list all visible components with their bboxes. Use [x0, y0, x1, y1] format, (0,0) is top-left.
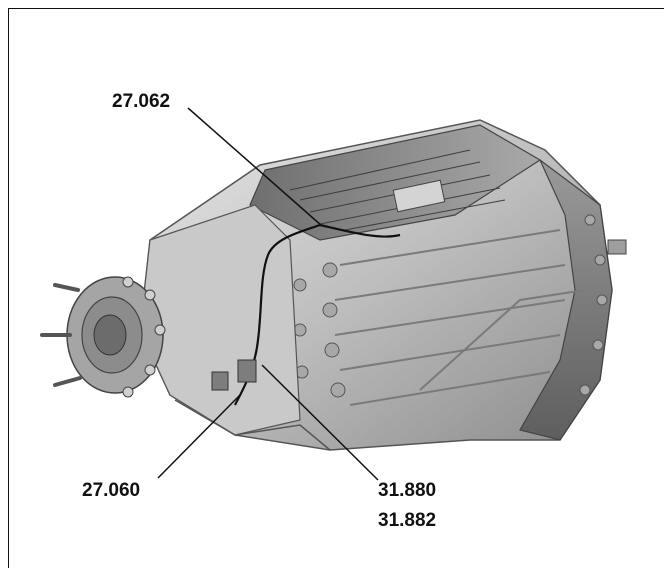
leader-lines	[157, 107, 379, 481]
callout-label-27-062: 27.062	[112, 91, 170, 112]
figure-frame	[8, 8, 664, 568]
callout-label-31-882: 31.882	[378, 510, 436, 531]
leader-line-27-060	[157, 394, 241, 479]
leader-line-31-880	[261, 364, 379, 481]
transmission-gearbox-illustration	[40, 119, 627, 451]
callout-label-27-060: 27.060	[82, 480, 140, 501]
callout-label-31-880: 31.880	[378, 480, 436, 501]
leader-line-27-062	[187, 107, 323, 227]
